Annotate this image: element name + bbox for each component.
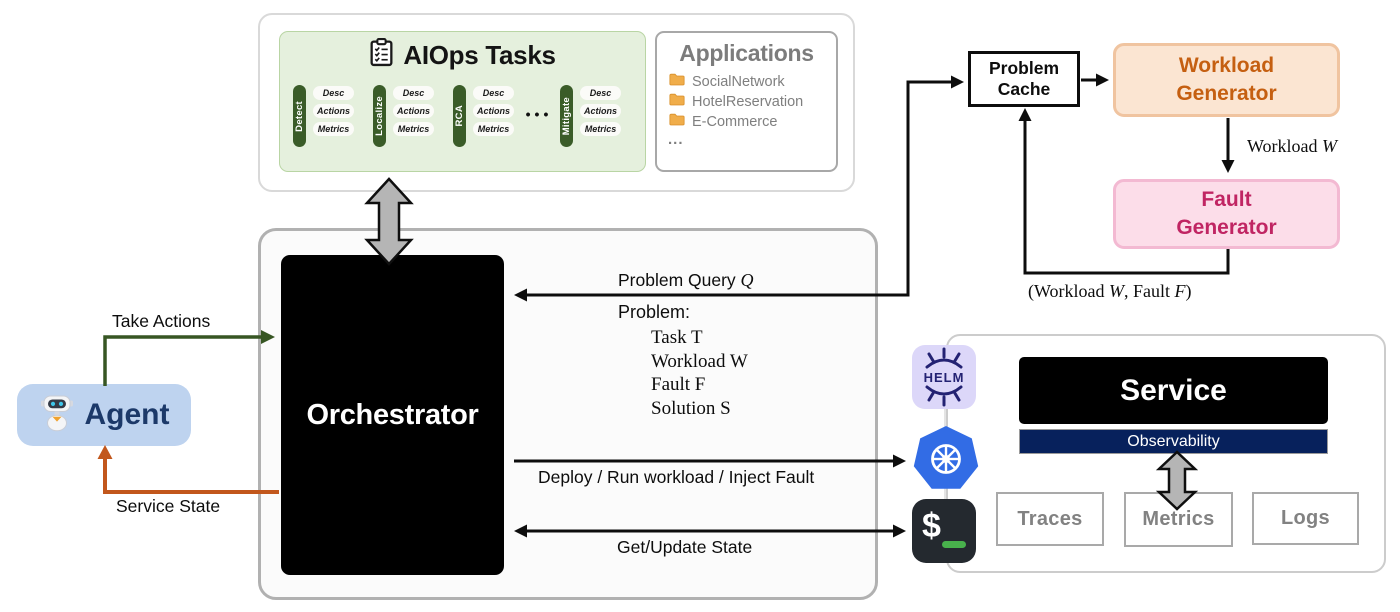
problem-detail-label: Problem: Task T Workload W Fault F Solut… [618, 302, 748, 419]
svg-text:HELM: HELM [924, 370, 965, 385]
terminal-cursor [942, 541, 966, 548]
task-attr-pill: Actions [393, 104, 434, 118]
problem-cache-label: Problem [988, 58, 1060, 78]
service-state-label: Service State [116, 496, 221, 516]
problem-cache-box: Problem Cache [968, 51, 1080, 107]
service-box: Service [1019, 357, 1328, 424]
traces-box: Traces [996, 492, 1104, 546]
take-actions-label: Take Actions [112, 311, 211, 331]
terminal-prompt: $ [922, 507, 941, 545]
aiops-tasks-header: AIOps Tasks [279, 38, 646, 72]
applications-title: Applications [679, 40, 814, 66]
take-actions-arrow [103, 335, 266, 386]
task-attr-pill: Metrics [313, 122, 354, 136]
observability-bar: Observability [1019, 429, 1328, 454]
folder-icon [669, 93, 685, 110]
task-attr-pill: Actions [313, 104, 354, 118]
task-attr-pill: Metrics [473, 122, 514, 136]
task-attr-pill: Metrics [393, 122, 434, 136]
orchestrator-box: Orchestrator [281, 255, 504, 575]
helm-icon: HELM [912, 345, 976, 409]
task-attr-pill: Metrics [580, 122, 621, 136]
get-update-label: Get/Update State [617, 537, 753, 557]
clipboard-icon [369, 38, 394, 72]
task-attr-pill: Desc [580, 86, 621, 100]
fault-generator-box: Fault Generator [1113, 179, 1340, 249]
task-attr-pill: Actions [580, 104, 621, 118]
folder-icon [669, 73, 685, 90]
applications-more: ... [668, 131, 684, 148]
metrics-box: Metrics [1124, 492, 1233, 547]
workload-generator-box: Workload Generator [1113, 43, 1340, 117]
robot-icon [39, 393, 75, 438]
application-item: E-Commerce [669, 113, 777, 130]
task-group-detect: Detect Desc Actions Metrics [293, 85, 355, 147]
task-pill-rca: RCA [453, 85, 466, 147]
orchestrator-label: Orchestrator [306, 398, 479, 431]
deploy-label: Deploy / Run workload / Inject Fault [538, 467, 815, 487]
task-attr-pill: Desc [393, 86, 434, 100]
task-attr-pill: Actions [473, 104, 514, 118]
tasks-ellipsis: ••• [525, 106, 553, 122]
workload-w-label: Workload W [1247, 136, 1338, 156]
folder-icon [669, 113, 685, 130]
terminal-icon: $ [912, 499, 976, 563]
task-group-rca: RCA Desc Actions Metrics [453, 85, 515, 147]
task-pill-mitigate: Mitigate [560, 85, 573, 147]
task-pill-localize: Localize [373, 85, 386, 147]
workload-fault-label: (Workload W, Fault F) [1028, 281, 1192, 301]
fault-generator-label: Fault [1201, 187, 1252, 211]
agent-label: Agent [84, 398, 170, 431]
service-label: Service [1120, 373, 1227, 407]
task-attr-pill: Desc [313, 86, 354, 100]
task-attr-pill: Desc [473, 86, 514, 100]
task-group-mitigate: Mitigate Desc Actions Metrics [560, 85, 622, 147]
application-item: SocialNetwork [669, 73, 785, 90]
task-pill-detect: Detect [293, 85, 306, 147]
application-item: HotelReservation [669, 93, 803, 110]
task-group-localize: Localize Desc Actions Metrics [373, 85, 435, 147]
workload-generator-label: Workload [1178, 53, 1275, 77]
observability-label: Observability [1127, 432, 1220, 450]
logs-box: Logs [1252, 492, 1359, 545]
aiops-tasks-title: AIOps Tasks [403, 39, 556, 70]
agent-box: Agent [17, 384, 191, 446]
problem-query-label: Problem Query Q [618, 270, 754, 290]
service-state-arrow [103, 454, 279, 494]
kubernetes-icon [913, 426, 979, 492]
